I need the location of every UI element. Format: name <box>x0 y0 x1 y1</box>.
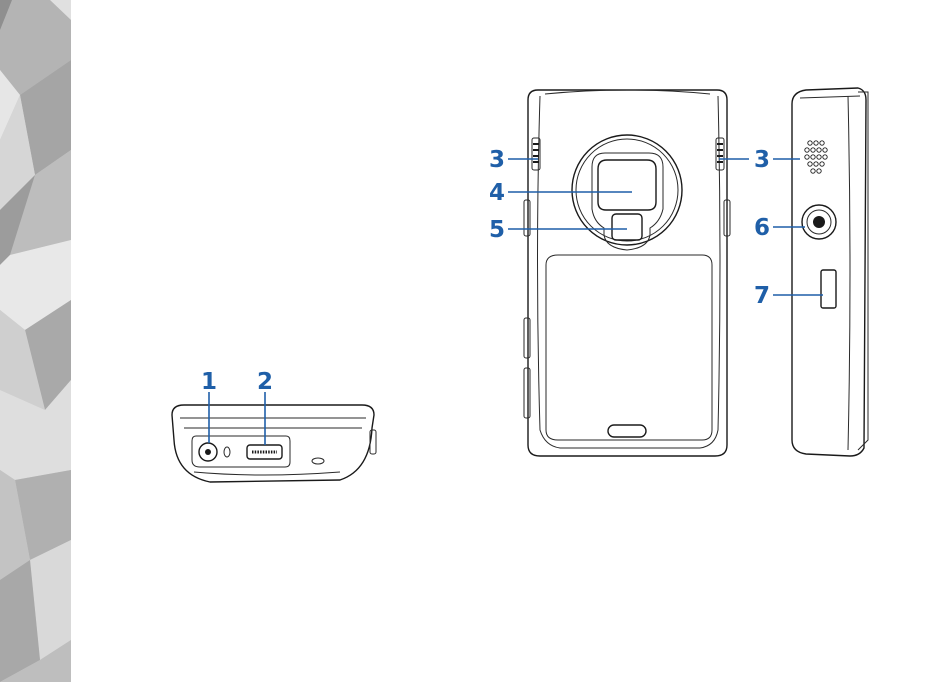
callout-2: 2 <box>257 369 273 395</box>
callout-7: 7 <box>754 283 770 309</box>
callout-5: 5 <box>489 217 505 243</box>
callout-4: 4 <box>489 180 505 206</box>
bottom-view: 1 2 <box>172 369 376 482</box>
right-loudspeaker-grille <box>716 138 724 170</box>
callout-6: 6 <box>754 215 770 241</box>
side-view: 3 6 7 <box>754 88 868 456</box>
back-view: 3 4 5 <box>489 90 749 456</box>
callout-1: 1 <box>201 369 217 395</box>
callout-3-back: 3 <box>489 147 505 173</box>
earpiece-grille <box>805 141 827 173</box>
callout-3-side: 3 <box>754 147 770 173</box>
